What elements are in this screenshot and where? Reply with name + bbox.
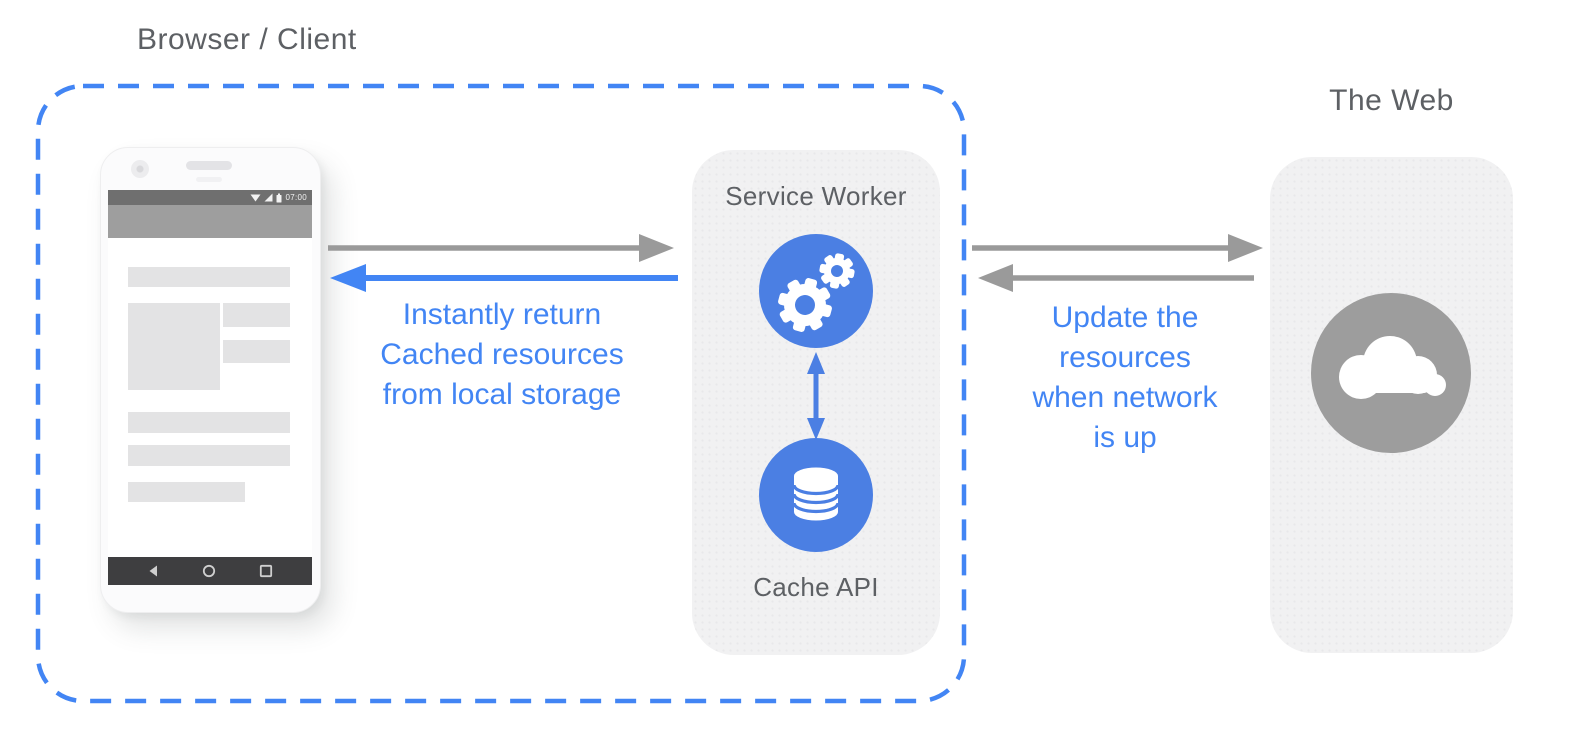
- back-icon: [149, 565, 157, 577]
- browser-client-label: Browser / Client: [137, 23, 357, 56]
- annotation-line: from local storage: [382, 378, 622, 411]
- response-arrow-from-web: [978, 264, 1254, 292]
- battery-icon: [276, 193, 282, 202]
- wireframe-block: [223, 303, 290, 327]
- database-icon: [759, 438, 873, 552]
- annotation-line: Cached resources: [380, 338, 624, 371]
- phone-page-wireframe: [108, 238, 312, 557]
- wireframe-block: [128, 303, 220, 390]
- wireframe-block: [223, 340, 290, 363]
- wireframe-block: [128, 267, 290, 287]
- annotation-line: Instantly return: [402, 298, 602, 331]
- home-icon: [202, 564, 216, 578]
- wireframe-block: [128, 445, 290, 466]
- wireframe-block: [128, 412, 290, 433]
- phone-status-bar: 07:00: [108, 190, 312, 205]
- annotation-line: is up: [1093, 421, 1157, 454]
- wireframe-block: [128, 482, 245, 502]
- right-annotation: Update the resources when network is up: [975, 298, 1275, 458]
- annotation-line: resources: [1059, 341, 1191, 374]
- web-label: The Web: [1329, 84, 1454, 117]
- annotation-line: Update the: [1051, 301, 1199, 334]
- return-arrow-to-browser: [330, 264, 678, 292]
- cloud-icon: [1311, 293, 1471, 453]
- phone-sensor-slot: [196, 177, 222, 182]
- annotation-line: when network: [1032, 381, 1218, 414]
- service-worker-label: Service Worker: [725, 181, 907, 211]
- signal-icon: [264, 193, 273, 202]
- phone-speaker: [186, 161, 232, 170]
- fetch-arrow-to-web: [972, 234, 1263, 262]
- phone-camera-dot: [131, 160, 149, 178]
- phone-screen: 07:00: [108, 190, 312, 585]
- phone-mockup: 07:00: [100, 147, 321, 613]
- gears-icon: [759, 234, 873, 348]
- request-arrow-to-service-worker: [328, 234, 674, 262]
- recents-icon: [259, 564, 273, 578]
- status-time: 07:00: [285, 193, 307, 202]
- cache-api-label: Cache API: [753, 572, 879, 602]
- phone-app-bar: [108, 205, 312, 238]
- browser-boundary-dashed-border: [35, 83, 967, 704]
- left-annotation: Instantly return Cached resources from l…: [352, 295, 652, 415]
- sync-double-arrow: [807, 352, 825, 440]
- wifi-icon: [250, 194, 261, 202]
- phone-nav-bar: [108, 557, 312, 585]
